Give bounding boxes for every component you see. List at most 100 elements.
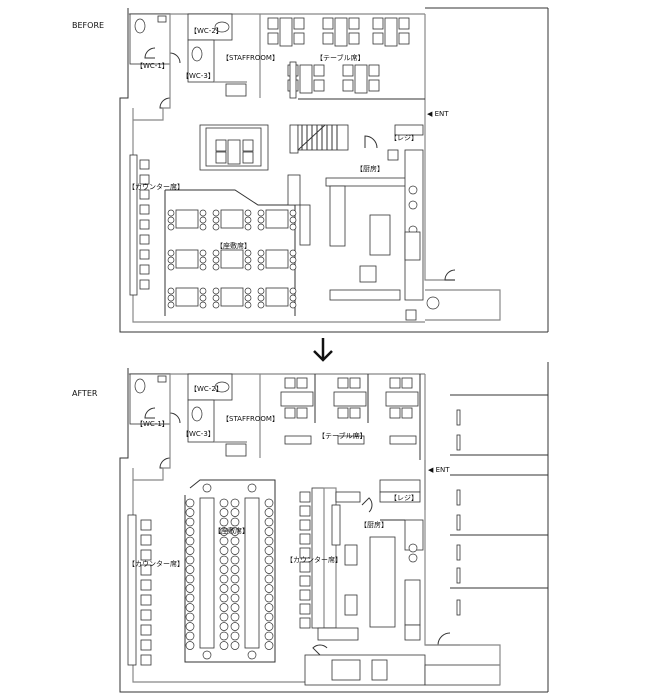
cushion	[219, 536, 229, 546]
counter-stool	[139, 279, 150, 290]
cushion	[264, 517, 274, 527]
counter-stool	[140, 654, 152, 666]
cushion	[185, 517, 195, 527]
cushion	[185, 555, 195, 565]
after-label-wc1: 【WC-1】	[136, 420, 169, 428]
cushion	[185, 603, 195, 612]
cushion	[289, 223, 297, 231]
bench	[284, 435, 312, 445]
table	[299, 64, 313, 94]
low-table	[220, 287, 244, 307]
cushion	[264, 527, 274, 536]
cushion	[212, 223, 220, 231]
chair	[372, 17, 384, 30]
before-plan	[119, 7, 549, 333]
equipment	[344, 594, 358, 616]
table	[354, 64, 368, 94]
chair	[242, 139, 254, 152]
door-swing	[437, 632, 451, 646]
equipment	[426, 296, 440, 310]
cushion	[219, 593, 229, 603]
after-label-counter-seats-kitchen: 【カウンター席】	[286, 555, 342, 564]
chair	[342, 64, 354, 77]
counter-stool	[299, 491, 311, 503]
cushion	[185, 527, 195, 536]
range	[404, 579, 421, 626]
cushion	[264, 612, 274, 622]
door-swing	[312, 644, 328, 656]
chair	[349, 377, 361, 389]
sink	[359, 265, 377, 283]
low-table	[199, 497, 215, 649]
wc3-room	[187, 39, 215, 83]
cushion	[230, 565, 240, 574]
after-label-tatami-seats: 【座敷席】	[214, 526, 249, 535]
cushion	[185, 574, 195, 584]
counter-stool	[299, 519, 311, 531]
kitchen-wall-unit	[404, 149, 424, 301]
cushion	[257, 216, 265, 224]
cushion	[199, 209, 207, 217]
sink-icon	[157, 15, 167, 23]
chair	[342, 79, 354, 92]
toilet-icon	[134, 378, 146, 394]
cushion	[264, 508, 274, 517]
cushion	[289, 294, 297, 302]
cushion	[257, 287, 265, 295]
cushion	[257, 209, 265, 217]
parking-stop	[456, 434, 461, 451]
cushion	[219, 517, 229, 527]
cushion	[264, 584, 274, 593]
door-swing	[444, 269, 456, 281]
counter-stool	[139, 234, 150, 245]
chair	[401, 407, 413, 419]
register-counter	[379, 491, 421, 503]
cushion	[167, 287, 175, 295]
cushion	[289, 263, 297, 271]
counter-stool	[140, 639, 152, 651]
cushion	[167, 223, 175, 231]
cushion	[185, 641, 195, 650]
cushion	[230, 508, 240, 517]
cushion	[219, 631, 229, 641]
counter	[129, 154, 138, 296]
cushion	[212, 249, 220, 257]
cushion	[219, 584, 229, 593]
cushion	[185, 622, 195, 631]
cushion	[264, 603, 274, 612]
chair	[313, 79, 325, 92]
counter-stool	[139, 159, 150, 170]
cushion	[185, 508, 195, 517]
low-table	[244, 497, 260, 649]
before-title: BEFORE	[72, 21, 104, 30]
chair	[368, 79, 380, 92]
cushion	[264, 622, 274, 631]
stair-wall	[289, 124, 299, 154]
cushion	[264, 565, 274, 574]
parking-stop	[456, 514, 461, 531]
partition-wall	[289, 61, 297, 99]
table	[227, 139, 241, 165]
chair	[322, 32, 334, 45]
low-table	[265, 209, 289, 229]
equipment	[387, 149, 399, 161]
cushion	[289, 249, 297, 257]
chair	[215, 151, 227, 164]
cushion	[212, 209, 220, 217]
burner-icon	[408, 553, 418, 563]
cushion	[244, 209, 252, 217]
table	[333, 391, 367, 407]
cushion	[167, 216, 175, 224]
before-label-entrance: ◀ ENT	[427, 110, 449, 118]
cushion	[185, 593, 195, 603]
toilet-icon	[134, 18, 146, 34]
low-table	[175, 287, 199, 307]
counter-stool	[299, 617, 311, 629]
chair	[389, 377, 401, 389]
tatami-edge	[165, 189, 296, 316]
counter-stool	[299, 575, 311, 587]
cushion	[167, 263, 175, 271]
counter	[127, 514, 137, 666]
cushion	[257, 256, 265, 264]
after-label-table-seats: 【テーブル席】	[318, 431, 367, 440]
